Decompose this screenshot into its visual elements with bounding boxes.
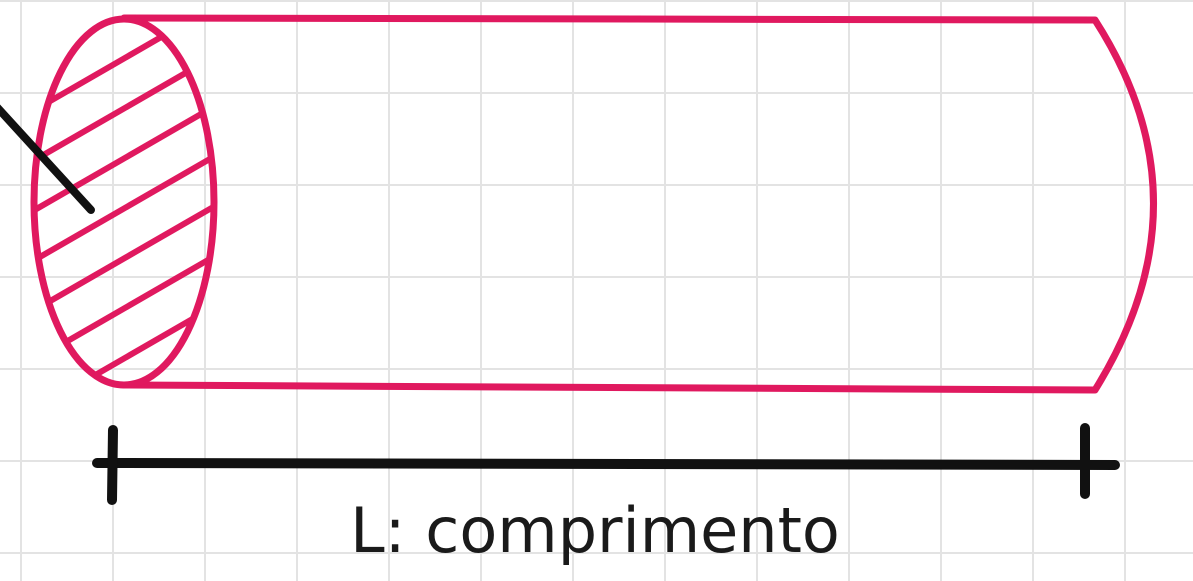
cross-section-pointer-line (0, 104, 95, 214)
cylinder-body-outline (120, 14, 1157, 394)
cross-section-ellipse (30, 15, 218, 389)
length-dimension-line (92, 423, 1120, 505)
length-label: L: comprimento (350, 494, 840, 567)
dimension-tick-left (107, 425, 118, 505)
